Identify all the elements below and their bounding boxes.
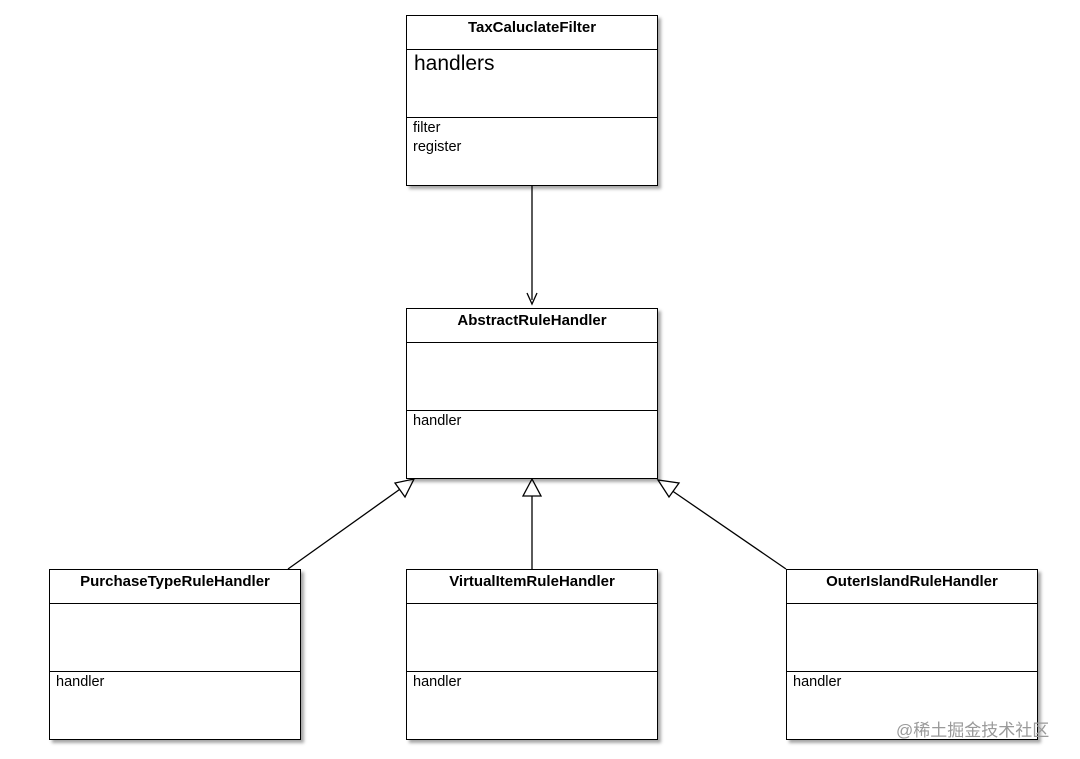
operation: handler bbox=[793, 674, 842, 690]
operations-compartment: handler bbox=[50, 672, 300, 693]
inheritance-line-outer bbox=[670, 489, 787, 570]
attributes-compartment bbox=[407, 343, 657, 411]
class-name: VirtualItemRuleHandler bbox=[407, 570, 657, 604]
association-arrowhead bbox=[526, 292, 538, 306]
class-name: AbstractRuleHandler bbox=[407, 309, 657, 343]
class-name: OuterIslandRuleHandler bbox=[787, 570, 1037, 604]
class-outer-island-rule-handler[interactable]: OuterIslandRuleHandler handler bbox=[786, 569, 1038, 740]
operation: register bbox=[413, 139, 462, 155]
watermark: @稀土掘金技术社区 bbox=[896, 721, 1050, 740]
operation: handler bbox=[413, 413, 462, 429]
class-tax-calculate-filter[interactable]: TaxCaluclateFilter handlers filter regis… bbox=[406, 15, 658, 186]
operations-compartment: handler bbox=[787, 672, 1037, 693]
operation: handler bbox=[413, 674, 462, 690]
inheritance-arrowhead-purchase bbox=[393, 478, 416, 499]
class-virtual-item-rule-handler[interactable]: VirtualItemRuleHandler handler bbox=[406, 569, 658, 740]
operation: filter bbox=[413, 120, 441, 136]
attribute: handlers bbox=[414, 52, 495, 75]
attributes-compartment bbox=[50, 604, 300, 672]
class-abstract-rule-handler[interactable]: AbstractRuleHandler handler bbox=[406, 308, 658, 479]
class-purchase-type-rule-handler[interactable]: PurchaseTypeRuleHandler handler bbox=[49, 569, 301, 740]
inheritance-arrowhead-outer bbox=[656, 479, 681, 499]
attributes-compartment bbox=[787, 604, 1037, 672]
operations-compartment: handler bbox=[407, 411, 657, 432]
operations-compartment: handler bbox=[407, 672, 657, 693]
attributes-compartment bbox=[407, 604, 657, 672]
inheritance-arrowhead-virtual bbox=[521, 477, 543, 497]
class-name: PurchaseTypeRuleHandler bbox=[50, 570, 300, 604]
inheritance-line-purchase bbox=[287, 486, 404, 570]
operation: handler bbox=[56, 674, 105, 690]
class-name: TaxCaluclateFilter bbox=[407, 16, 657, 50]
operations-compartment: filter register bbox=[407, 118, 657, 158]
attributes-compartment: handlers bbox=[407, 50, 657, 118]
